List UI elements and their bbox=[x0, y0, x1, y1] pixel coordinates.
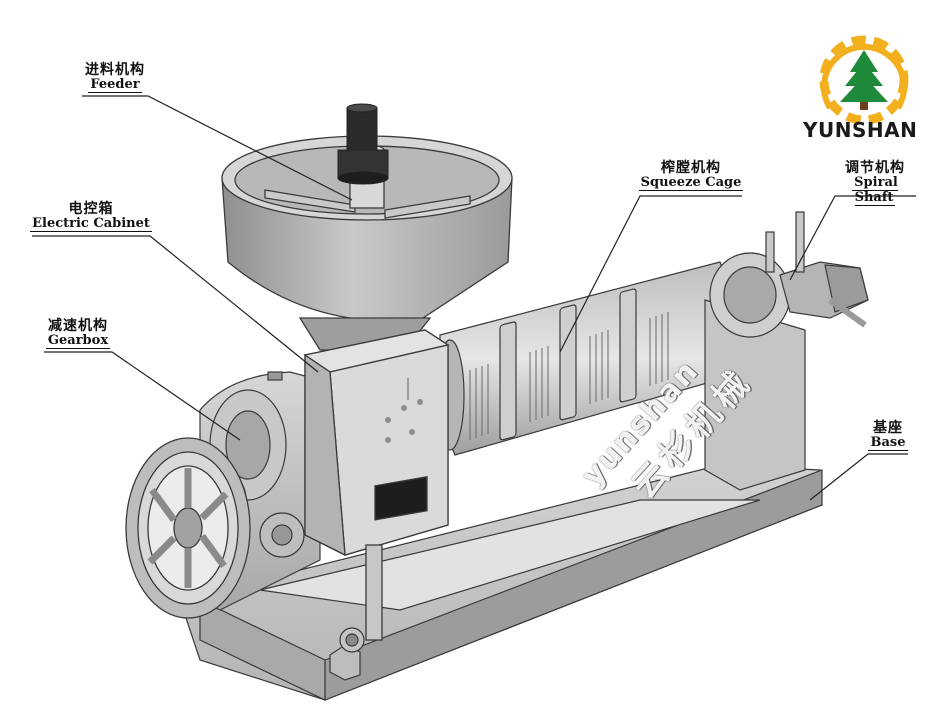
squeeze-cage bbox=[435, 261, 736, 456]
logo-brand-text: YUNSHAN bbox=[803, 118, 918, 142]
electric-cabinet-box bbox=[303, 329, 450, 641]
gear-icon bbox=[819, 35, 909, 125]
label-electric-cabinet: 电控箱 Electric Cabinet bbox=[30, 201, 152, 233]
label-electric-cabinet-en: Electric Cabinet bbox=[30, 216, 152, 233]
label-squeeze-cage: 榨膛机构 Squeeze Cage bbox=[638, 160, 744, 192]
leader-spiral-shaft bbox=[789, 195, 916, 281]
leader-feeder bbox=[82, 95, 353, 201]
leader-gearbox bbox=[44, 351, 241, 441]
yunshan-logo bbox=[819, 35, 909, 125]
label-feeder: 进料机构 Feeder bbox=[85, 62, 145, 94]
spiral-shaft-assembly bbox=[704, 211, 869, 491]
label-spiral-shaft-en: Spiral Shaft bbox=[852, 175, 898, 207]
leader-electric-cabinet bbox=[32, 235, 319, 373]
leader-base bbox=[809, 453, 908, 501]
machine-base bbox=[179, 464, 823, 701]
label-gearbox-en: Gearbox bbox=[45, 333, 111, 350]
label-feeder-en: Feeder bbox=[88, 77, 142, 94]
label-gearbox: 减速机构 Gearbox bbox=[45, 318, 111, 350]
label-base: 基座 Base bbox=[868, 420, 908, 452]
leader-squeeze-cage bbox=[559, 195, 742, 353]
feeder-motor bbox=[337, 103, 389, 185]
label-base-en: Base bbox=[868, 435, 908, 452]
leader-lines bbox=[32, 95, 916, 501]
label-spiral-shaft: 调节机构 Spiral Shaft bbox=[845, 160, 905, 207]
flywheel bbox=[125, 437, 251, 619]
pine-tree-icon bbox=[840, 50, 888, 110]
label-squeeze-cage-en: Squeeze Cage bbox=[638, 175, 744, 192]
